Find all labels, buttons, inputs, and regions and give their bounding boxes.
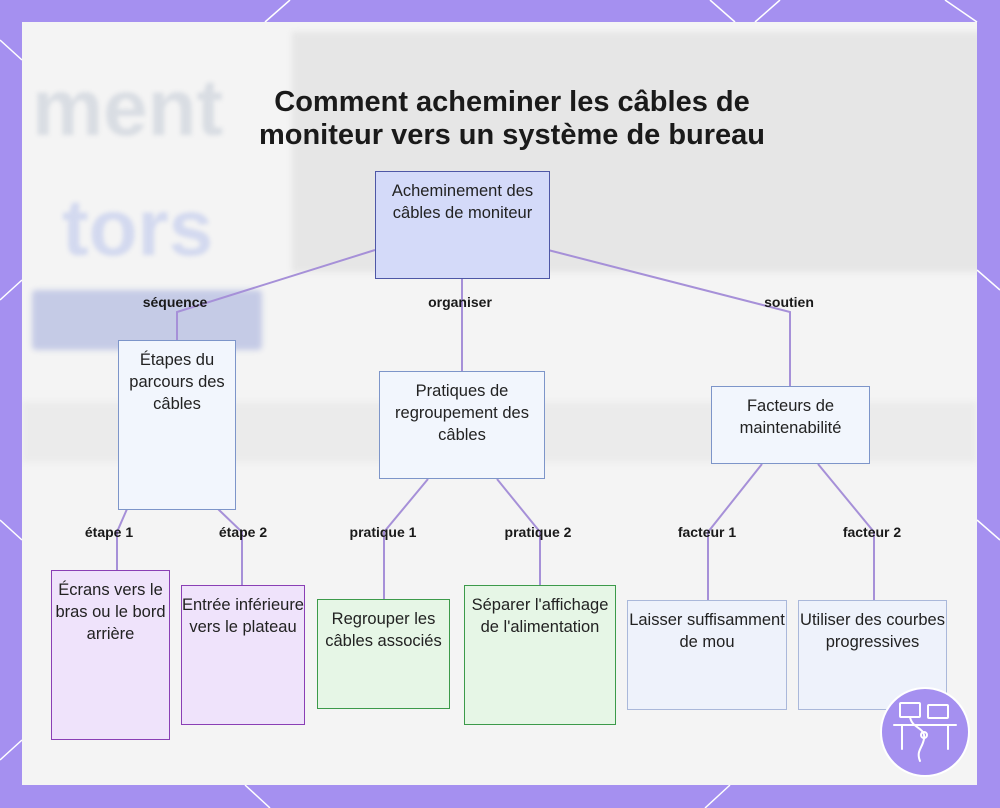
- node-separer: Séparer l'affichage de l'alimentation: [464, 585, 616, 725]
- edge-label-sequence: séquence: [143, 294, 208, 310]
- node-pratiques-label: Pratiques de regroupement des câbles: [380, 380, 544, 446]
- edge-label-etape1: étape 1: [85, 524, 133, 540]
- diagram-title: Comment acheminer les câbles de moniteur…: [222, 86, 802, 152]
- node-root-label: Acheminement des câbles de moniteur: [376, 180, 549, 224]
- node-laisser: Laisser suffisamment de mou: [627, 600, 787, 710]
- edge-label-soutien: soutien: [764, 294, 814, 310]
- node-facteurs: Facteurs de maintenabilité: [711, 386, 870, 464]
- edge-label-etape2: étape 2: [219, 524, 267, 540]
- node-utiliser-label: Utiliser des courbes progressives: [799, 609, 946, 653]
- node-ecrans-label: Écrans vers le bras ou le bord arrière: [52, 579, 169, 645]
- node-separer-label: Séparer l'affichage de l'alimentation: [465, 594, 615, 638]
- node-laisser-label: Laisser suffisamment de mou: [628, 609, 786, 653]
- diagram-card: ment tors Comment acheminer les câbles d…: [22, 22, 977, 785]
- node-ecrans: Écrans vers le bras ou le bord arrière: [51, 570, 170, 740]
- node-etapes-label: Étapes du parcours des câbles: [119, 349, 235, 415]
- desk-setup-logo-icon: [880, 687, 970, 777]
- edge-label-pratique1: pratique 1: [350, 524, 417, 540]
- edge-label-pratique2: pratique 2: [505, 524, 572, 540]
- edge-label-facteur2: facteur 2: [843, 524, 901, 540]
- node-facteurs-label: Facteurs de maintenabilité: [712, 395, 869, 439]
- edge-label-facteur1: facteur 1: [678, 524, 736, 540]
- node-regrouper: Regrouper les câbles associés: [317, 599, 450, 709]
- edge-label-organiser: organiser: [428, 294, 492, 310]
- node-etapes: Étapes du parcours des câbles: [118, 340, 236, 510]
- node-pratiques: Pratiques de regroupement des câbles: [379, 371, 545, 479]
- node-entree: Entrée inférieure vers le plateau: [181, 585, 305, 725]
- node-entree-label: Entrée inférieure vers le plateau: [182, 594, 304, 638]
- node-root: Acheminement des câbles de moniteur: [375, 171, 550, 279]
- node-regrouper-label: Regrouper les câbles associés: [318, 608, 449, 652]
